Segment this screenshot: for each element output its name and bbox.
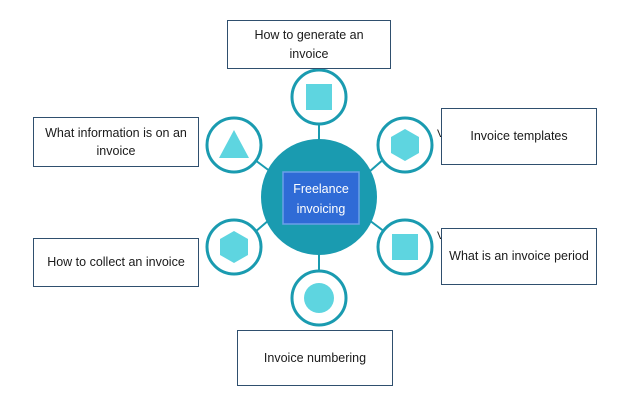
box-invoice-templates: Invoice templates (441, 108, 597, 165)
box-how-to-collect: How to collect an invoice (33, 238, 199, 287)
hexagon-icon (220, 231, 248, 263)
center-label-box (282, 171, 360, 225)
square-icon (306, 84, 332, 110)
hexagon-icon (391, 129, 419, 161)
node-left-lower (205, 218, 263, 276)
circle-icon (304, 283, 334, 313)
box-what-information: What information is on an invoice (33, 117, 199, 167)
node-bottom (290, 269, 348, 327)
node-left-upper (205, 116, 263, 174)
center-label-line1: Freelance (293, 182, 349, 196)
triangle-icon (219, 130, 249, 158)
stray-glyph-lower: V (437, 230, 444, 242)
stray-glyph-upper: V (437, 128, 444, 140)
node-top (290, 68, 348, 126)
square-icon (392, 234, 418, 260)
box-how-to-generate: How to generate an invoice (227, 20, 391, 69)
node-right-upper (376, 116, 434, 174)
center-label-line2: invoicing (297, 202, 346, 216)
box-invoice-period: What is an invoice period (441, 228, 597, 285)
node-right-lower (376, 218, 434, 276)
box-invoice-numbering: Invoice numbering (237, 330, 393, 386)
